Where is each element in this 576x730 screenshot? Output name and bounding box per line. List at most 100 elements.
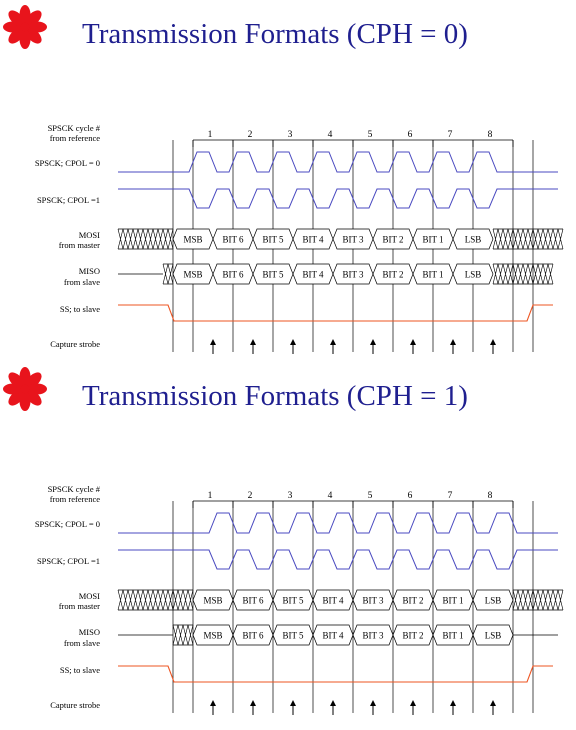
miso-bit-cell — [232, 624, 274, 646]
miso-bit-label: BIT 5 — [282, 630, 304, 640]
miso-bit-cell — [212, 263, 254, 285]
capture-arrow-head — [410, 339, 416, 345]
cycle-number: 8 — [488, 130, 493, 140]
miso-bit-cell — [292, 263, 334, 285]
mosi-bit-label: BIT 5 — [262, 234, 284, 244]
miso-bit-cell — [392, 624, 434, 646]
label-ss: SS; to slave — [60, 665, 100, 675]
spsck-cpol1-waveform — [118, 188, 558, 209]
label-mosi: MOSI — [79, 591, 100, 601]
miso-bit-cell — [332, 263, 374, 285]
label-cpol1: SPSCK; CPOL =1 — [37, 195, 100, 205]
mosi-bit-label: LSB — [485, 595, 502, 605]
miso-bit-label: BIT 5 — [262, 269, 284, 279]
mosi-bit-label: MSB — [203, 595, 222, 605]
miso-bit-cell — [352, 624, 394, 646]
miso-bit-cell — [272, 624, 314, 646]
capture-arrow-head — [290, 339, 296, 345]
mosi-bit-label: BIT 1 — [442, 595, 463, 605]
mosi-bit-label: BIT 3 — [362, 595, 384, 605]
mosi-bit-label: LSB — [465, 234, 482, 244]
mosi-bit-cell — [412, 228, 454, 250]
mosi-bit-label: BIT 6 — [242, 595, 264, 605]
miso-bit-label: BIT 2 — [402, 630, 423, 640]
label-cycle: SPSCK cycle # — [48, 484, 101, 494]
cycle-number: 6 — [408, 130, 413, 140]
mosi-bit-cell — [312, 589, 354, 611]
ss-waveform — [118, 304, 553, 322]
mosi-bit-label: BIT 4 — [322, 595, 344, 605]
mosi-bit-cell — [472, 589, 514, 611]
cycle-number: 6 — [408, 491, 413, 501]
mosi-bit-label: BIT 2 — [382, 234, 403, 244]
capture-arrow-head — [210, 339, 216, 345]
label-capture-strobe: Capture strobe — [50, 339, 100, 349]
miso-bit-label: BIT 3 — [342, 269, 364, 279]
label-miso-from: from slave — [64, 277, 100, 287]
mosi-bit-cell — [392, 589, 434, 611]
cycle-number: 3 — [288, 491, 293, 501]
label-cpol0: SPSCK; CPOL = 0 — [35, 158, 100, 168]
miso-bit-cell — [372, 263, 414, 285]
cycle-number: 4 — [328, 491, 333, 501]
capture-arrow-head — [370, 700, 376, 706]
mosi-bit-cell — [192, 589, 234, 611]
label-capture-strobe: Capture strobe — [50, 700, 100, 710]
label-mosi: MOSI — [79, 230, 100, 240]
cycle-number: 2 — [248, 130, 253, 140]
capture-arrow-head — [490, 339, 496, 345]
mosi-bit-cell — [292, 228, 334, 250]
miso-bit-label: MSB — [183, 269, 202, 279]
mosi-bit-cell — [172, 228, 214, 250]
asterisk-bullet-icon — [3, 367, 47, 411]
cycle-number: 1 — [208, 491, 213, 501]
cycle-number: 7 — [448, 130, 453, 140]
label-cpol1: SPSCK; CPOL =1 — [37, 556, 100, 566]
miso-bit-label: LSB — [465, 269, 482, 279]
label-mosi-from: from master — [59, 240, 100, 250]
cycle-number: 7 — [448, 491, 453, 501]
label-miso-from: from slave — [64, 638, 100, 648]
miso-bit-cell — [432, 624, 474, 646]
miso-bit-cell — [312, 624, 354, 646]
mosi-bit-cell — [212, 228, 254, 250]
miso-bit-cell — [472, 624, 514, 646]
miso-bit-label: BIT 6 — [242, 630, 264, 640]
mosi-bit-cell — [372, 228, 414, 250]
label-cycle-ref: from reference — [50, 494, 100, 504]
label-mosi-from: from master — [59, 601, 100, 611]
cycle-number: 5 — [368, 491, 373, 501]
cycle-number: 8 — [488, 491, 493, 501]
mosi-bit-cell — [352, 589, 394, 611]
miso-bit-label: BIT 4 — [322, 630, 344, 640]
capture-arrow-head — [250, 700, 256, 706]
mosi-bit-label: BIT 4 — [302, 234, 324, 244]
label-cycle-ref: from reference — [50, 133, 100, 143]
spsck-cpol1-waveform — [118, 549, 558, 570]
mosi-bit-cell — [332, 228, 374, 250]
mosi-bit-label: MSB — [183, 234, 202, 244]
asterisk-bullet-icon — [3, 5, 47, 49]
miso-bit-label: BIT 2 — [382, 269, 403, 279]
label-cpol0: SPSCK; CPOL = 0 — [35, 519, 100, 529]
label-cycle: SPSCK cycle # — [48, 123, 101, 133]
cycle-number: 4 — [328, 130, 333, 140]
miso-bit-label: BIT 4 — [302, 269, 324, 279]
miso-bit-cell — [412, 263, 454, 285]
miso-bit-label: BIT 3 — [362, 630, 384, 640]
miso-bit-cell — [172, 263, 214, 285]
cycle-number: 5 — [368, 130, 373, 140]
miso-bit-cell — [452, 263, 494, 285]
cycle-number: 1 — [208, 130, 213, 140]
mosi-bit-label: BIT 2 — [402, 595, 423, 605]
miso-bit-cell — [192, 624, 234, 646]
mosi-bit-label: BIT 6 — [222, 234, 244, 244]
spsck-cpol0-waveform — [118, 512, 558, 534]
cycle-number: 3 — [288, 130, 293, 140]
capture-arrow-head — [250, 339, 256, 345]
section-title-cph0: Transmission Formats (CPH = 0) — [82, 18, 468, 50]
mosi-bit-cell — [452, 228, 494, 250]
mosi-bit-cell — [432, 589, 474, 611]
